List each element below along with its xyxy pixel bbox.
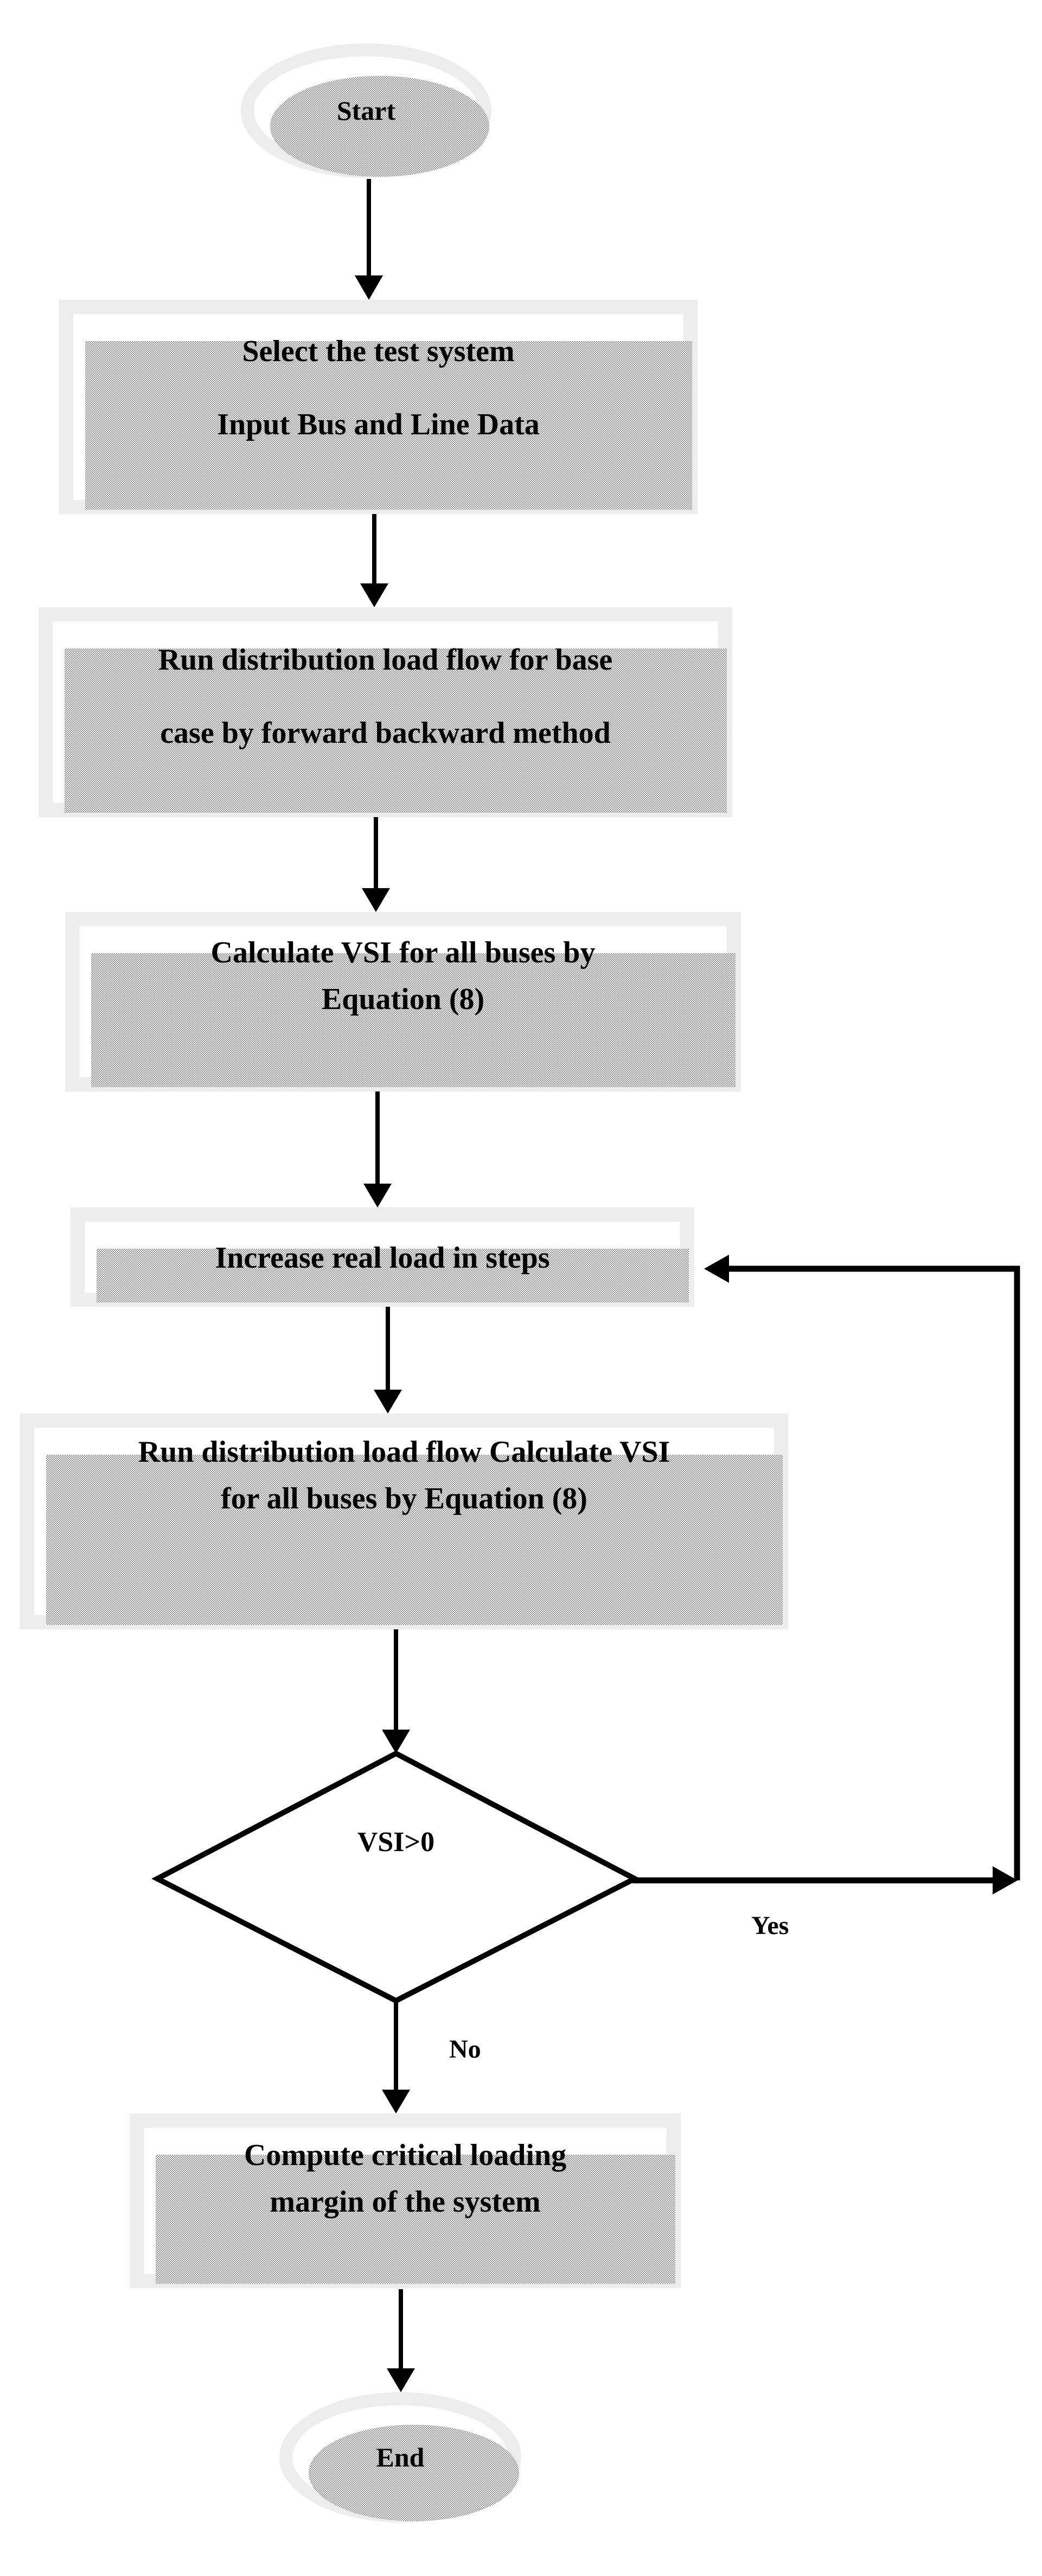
node-text-line: for all buses by Equation (8)	[221, 1482, 587, 1515]
arrowhead-icon	[704, 1255, 729, 1283]
decision-label: VSI>0	[357, 1827, 435, 1858]
node-text-line: Compute critical loading	[244, 2138, 567, 2172]
arrowhead-icon	[382, 1730, 410, 1753]
node-text-line: Equation (8)	[321, 982, 485, 1016]
node-text-line: Run distribution load flow for base	[158, 643, 613, 677]
node-text-line: case by forward backward method	[160, 716, 611, 750]
node-text-line: margin of the system	[270, 2185, 541, 2219]
decision-diamond-shape	[151, 1750, 641, 2004]
start-label: Start	[336, 95, 396, 126]
node-text-line: Input Bus and Line Data	[217, 408, 540, 441]
node-text-line: Select the test system	[242, 335, 515, 368]
arrowhead-icon	[362, 888, 390, 912]
arrowhead-icon	[993, 1866, 1018, 1894]
node-increase-real-load: Increase real load in steps	[71, 1207, 694, 1307]
node-text-line: Increase real load in steps	[215, 1241, 550, 1275]
arrowhead-icon	[374, 1390, 402, 1414]
node-run-base-load-flow: Run distribution load flow for base case…	[39, 607, 732, 817]
arrowhead-icon	[382, 2090, 410, 2114]
end-label: End	[376, 2442, 425, 2472]
node-run-flow-calc-vsi: Run distribution load flow Calculate VSI…	[20, 1414, 788, 1629]
node-end-terminator: End	[279, 2392, 521, 2522]
node-compute-margin: Compute critical loading margin of the s…	[130, 2114, 681, 2288]
no-branch-label: No	[449, 2035, 481, 2064]
arrowhead-icon	[355, 275, 383, 300]
node-text-line: Run distribution load flow Calculate VSI	[138, 1435, 670, 1469]
arrowhead-icon	[387, 2368, 415, 2392]
node-start-terminator: Start	[241, 43, 491, 178]
arrowhead-icon	[363, 1184, 392, 1207]
arrowhead-icon	[360, 583, 388, 607]
yes-branch-label: Yes	[751, 1911, 789, 1940]
node-calculate-vsi: Calculate VSI for all buses by Equation …	[65, 912, 741, 1091]
node-text-line: Calculate VSI for all buses by	[210, 936, 596, 969]
node-select-test-system: Select the test system Input Bus and Lin…	[59, 300, 698, 514]
